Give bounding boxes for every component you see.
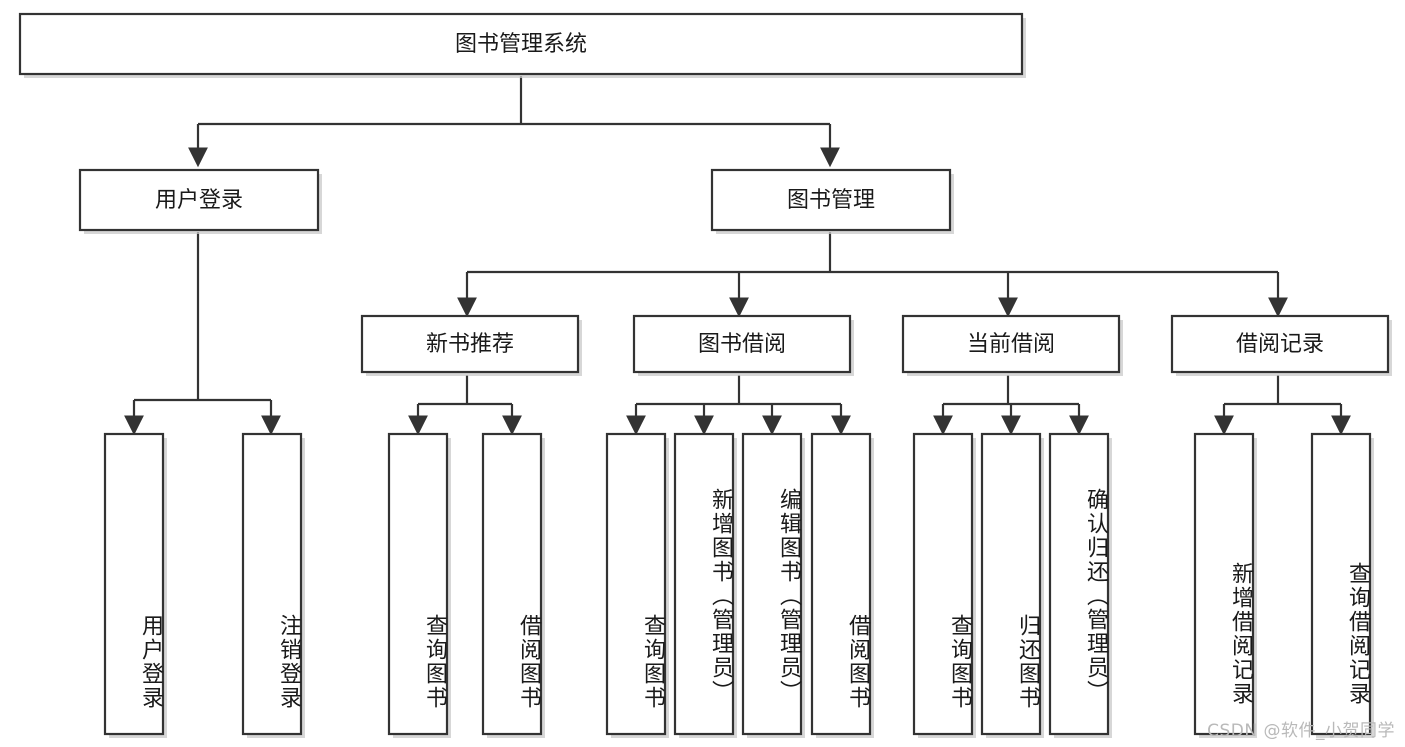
node-leaf-new-book-1-box[interactable] [481,432,543,736]
node-current-borrow[interactable]: 当前借阅 [901,314,1123,376]
node-leaf-current-borrow-2-box[interactable] [1048,432,1110,736]
node-leaf-book-borrow-1-box[interactable] [673,432,735,736]
node-leaf-current-borrow-2[interactable] [1048,432,1112,738]
node-borrow-record-label: 借阅记录 [1236,332,1324,357]
node-root-label: 图书管理系统 [455,32,587,57]
node-leaf-book-borrow-0[interactable] [605,432,669,738]
node-borrow-record-box[interactable] [1170,314,1390,374]
node-leaf-book-borrow-3[interactable] [810,432,874,738]
node-leaf-borrow-record-0-box[interactable] [1193,432,1255,736]
node-user-login[interactable]: 用户登录 [78,168,322,234]
node-leaf-book-borrow-0-box[interactable] [605,432,667,736]
node-leaf-current-borrow-0-box[interactable] [912,432,974,736]
node-book-borrow[interactable]: 图书借阅 [632,314,854,376]
node-root-box[interactable] [18,12,1024,76]
edges-layer [124,76,1351,436]
node-leaf-book-borrow-2[interactable] [741,432,805,738]
node-borrow-record[interactable]: 借阅记录 [1170,314,1392,376]
node-leaf-user-login-1[interactable] [241,432,305,738]
node-book-manage-box[interactable] [710,168,952,232]
node-leaf-borrow-record-1-box[interactable] [1310,432,1372,736]
node-leaf-new-book-0-box[interactable] [387,432,449,736]
node-leaf-user-login-1-box[interactable] [241,432,303,736]
node-new-book-label: 新书推荐 [426,332,514,357]
node-leaf-new-book-0[interactable] [387,432,451,738]
node-leaf-current-borrow-1-box[interactable] [980,432,1042,736]
node-book-manage-label: 图书管理 [787,188,875,213]
node-leaf-current-borrow-1[interactable] [980,432,1044,738]
node-leaf-borrow-record-1[interactable] [1310,432,1374,738]
node-leaf-user-login-0[interactable] [103,432,167,738]
node-leaf-book-borrow-2-box[interactable] [741,432,803,736]
node-root[interactable]: 图书管理系统 [18,12,1026,78]
node-book-manage[interactable]: 图书管理 [710,168,954,234]
node-current-borrow-box[interactable] [901,314,1121,374]
node-leaf-user-login-0-box[interactable] [103,432,165,736]
node-new-book-box[interactable] [360,314,580,374]
node-book-borrow-box[interactable] [632,314,852,374]
node-new-book[interactable]: 新书推荐 [360,314,582,376]
node-user-login-box[interactable] [78,168,320,232]
node-user-login-label: 用户登录 [155,188,243,213]
node-leaf-book-borrow-3-box[interactable] [810,432,872,736]
node-leaf-new-book-1[interactable] [481,432,545,738]
node-leaf-book-borrow-1[interactable] [673,432,737,738]
node-leaf-current-borrow-0[interactable] [912,432,976,738]
node-book-borrow-label: 图书借阅 [698,332,786,357]
node-current-borrow-label: 当前借阅 [967,332,1055,357]
node-leaf-borrow-record-0[interactable] [1193,432,1257,738]
